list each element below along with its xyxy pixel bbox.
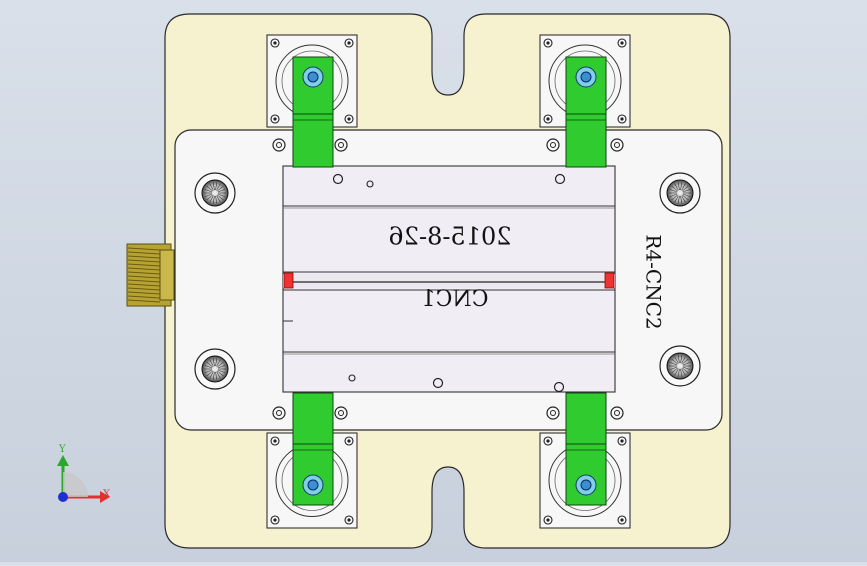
screw-icon: [610, 138, 624, 152]
slot-marker-right: [604, 272, 615, 289]
engraving-cnc1: CNC1: [422, 287, 489, 312]
bolt-icon: [659, 345, 701, 387]
engraving-date: 2015-8-26: [388, 223, 511, 251]
screw-icon: [272, 138, 286, 152]
screw-icon: [546, 406, 560, 420]
triad-x-label: X: [103, 489, 111, 500]
clamp-icon: [565, 392, 607, 506]
screw-icon: [334, 138, 348, 152]
bolt-icon: [194, 172, 236, 214]
bolt-icon: [194, 348, 236, 390]
screw-icon: [334, 406, 348, 420]
workpiece: [282, 165, 616, 393]
screw-icon: [610, 406, 624, 420]
bolt-icon: [659, 172, 701, 214]
side-label: R4-CNC2: [642, 234, 666, 329]
fitting-icon: [126, 243, 175, 307]
screw-icon: [272, 406, 286, 420]
triad-y-label: Y: [58, 444, 66, 455]
clamp-icon: [292, 392, 334, 506]
screw-icon: [546, 138, 560, 152]
triad-icon: X Y: [57, 444, 111, 503]
clamp-icon: [292, 56, 334, 168]
clamp-icon: [565, 56, 607, 168]
slot-marker-left: [283, 272, 294, 289]
